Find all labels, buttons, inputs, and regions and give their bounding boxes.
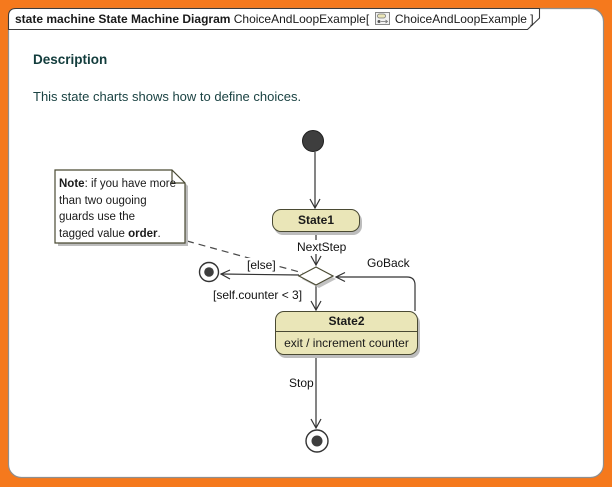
state-state1[interactable]: State1 [272,209,360,232]
arrowhead [310,300,322,312]
arrowhead [334,271,346,283]
final-state-bottom[interactable] [305,429,329,453]
state-machine-diagram-icon [374,12,390,28]
arrowhead [310,255,322,267]
state2-name: State2 [276,312,417,332]
state1-name: State1 [297,213,335,227]
transition-label-stop[interactable]: Stop [288,376,315,390]
note-line: tagged value order. [59,227,161,240]
note-fold-icon [171,170,185,184]
transition-label-counter-guard[interactable]: [self.counter < 3] [212,288,304,302]
initial-pseudostate[interactable] [302,130,324,152]
transition-initial-to-state1[interactable] [309,152,321,210]
arrowhead [310,418,322,430]
transition-label-else[interactable]: [else] [246,258,277,272]
description-text: This state charts shows how to define ch… [33,89,302,104]
frame-diagram-name-label: ChoiceAndLoopExample ] [391,12,534,26]
arrowhead [309,198,321,210]
state-state2[interactable]: State2 exit / increment counter [275,311,418,355]
note-anchor-line[interactable] [186,240,304,274]
note-line: guards use the [59,211,136,223]
note-line: Note: if you have more [59,178,176,190]
note-line: than two ougoing [59,194,147,207]
state2-internal-activity: exit / increment counter [284,336,409,350]
transition-choice-to-state2[interactable] [310,285,322,312]
choice-pseudostate[interactable] [297,266,335,286]
transition-goback[interactable] [334,271,416,312]
note[interactable] [54,169,186,244]
description-heading: Description [33,52,108,67]
note-text[interactable]: Note: if you have more than two ougoing … [59,176,181,242]
transition-stop[interactable] [310,355,322,430]
transition-else-to-final[interactable] [219,269,300,280]
final-state-left[interactable] [198,261,220,283]
frame-kind-label: state machine State Machine Diagram [15,12,231,26]
arrowhead [219,269,231,280]
transition-label-goback[interactable]: GoBack [366,256,411,270]
transition-label-nextstep[interactable]: NextStep [296,240,348,254]
frame-header-tab[interactable] [7,7,541,31]
frame-header-title: state machine State Machine Diagram Choi… [15,12,534,28]
frame-name-label: ChoiceAndLoopExample[ [230,12,370,26]
